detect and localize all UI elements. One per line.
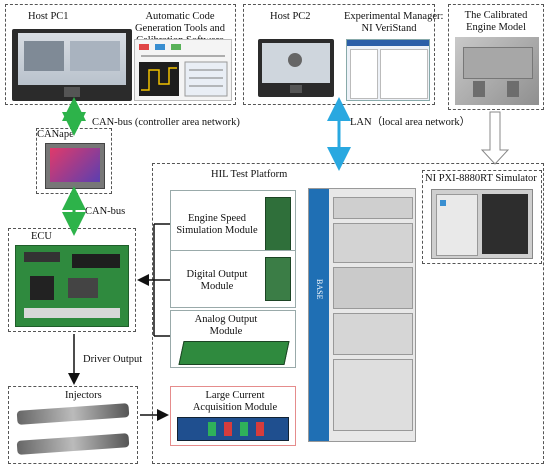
host-pc2-monitor-image: [258, 39, 334, 97]
hil-cabinet-image: BASE: [308, 188, 416, 442]
module-analog-output-image: [178, 341, 290, 365]
engine-model-image: [455, 37, 539, 105]
canape-panel: CANape: [36, 128, 112, 194]
host-pc2-manager-line1: Experimental Manager:: [344, 11, 444, 22]
host-pc2-title: Host PC2: [270, 11, 311, 22]
can-bus-label: CAN-bus: [85, 206, 126, 217]
module-large-current: Large Current Acquisition Module: [170, 386, 296, 446]
simulator-title: NI PXI-8880RT Simulator: [425, 173, 537, 184]
host-pc1-monitor-image: [12, 29, 132, 101]
module-analog-output-line1: Analog Output: [194, 314, 258, 325]
injectors-panel: Injectors: [8, 386, 138, 464]
module-analog-output-line2: Module: [209, 326, 243, 337]
module-large-current-line1: Large Current: [205, 390, 265, 401]
host-pc2-manager: Experimental Manager: NI VeriStand: [344, 11, 444, 35]
canape-title: CANape: [37, 129, 74, 140]
ecu-panel: ECU: [8, 228, 136, 332]
injectors-title: Injectors: [65, 390, 102, 401]
can-bus-full-label: CAN-bus (controller area network): [92, 117, 240, 128]
cabinet-brand-label: BASE: [315, 279, 324, 300]
host-pc2-manager-line2: NI VeriStand: [361, 23, 417, 34]
simulator-image: [431, 189, 533, 259]
module-digital-output-image: [265, 257, 291, 301]
module-digital-output-label: Digital Output Module: [173, 269, 261, 293]
module-digital-output-line1: Digital Output: [186, 269, 248, 280]
engine-model-title: The Calibrated Engine Model: [449, 10, 543, 34]
module-engine-speed-label: Engine Speed Simulation Module: [173, 213, 261, 237]
lan-label: LAN（local area network）: [350, 117, 471, 128]
module-engine-speed-line2: Simulation Module: [176, 225, 258, 236]
injector-image-2: [16, 433, 130, 455]
module-analog-output: Analog Output Module: [170, 310, 296, 368]
injector-image-1: [16, 403, 130, 425]
host-pc1-title: Host PC1: [28, 11, 69, 22]
module-digital-output-line2: Module: [200, 281, 234, 292]
engine-model-title-line1: The Calibrated: [464, 10, 528, 21]
veristand-screenshot: [346, 39, 430, 101]
engine-model-title-line2: Engine Model: [466, 22, 526, 33]
module-engine-speed-line1: Engine Speed: [187, 213, 247, 224]
ecu-board-image: [15, 245, 129, 327]
module-digital-output: Digital Output Module: [170, 250, 296, 308]
module-engine-speed-image: [265, 197, 291, 257]
ecu-title: ECU: [31, 231, 52, 242]
host-pc2-panel: Host PC2 Experimental Manager: NI VeriSt…: [243, 4, 444, 105]
driver-output-label: Driver Output: [83, 354, 143, 365]
simulator-panel: NI PXI-8880RT Simulator: [422, 170, 542, 264]
software-diagram-graphic: [139, 44, 228, 97]
engine-model-arrow: [480, 111, 510, 165]
module-large-current-line2: Acquisition Module: [192, 402, 278, 413]
module-large-current-image: [177, 417, 289, 441]
engine-model-panel: The Calibrated Engine Model: [448, 4, 544, 110]
module-large-current-label: Large Current Acquisition Module: [179, 390, 291, 414]
host-pc1-software-screenshot: [134, 39, 232, 101]
host-pc1-panel: Host PC1 Automatic Code Generation Tools…: [5, 4, 236, 105]
canape-device-image: [45, 143, 105, 189]
module-analog-output-label: Analog Output Module: [181, 314, 271, 338]
hil-title: HIL Test Platform: [211, 169, 288, 180]
